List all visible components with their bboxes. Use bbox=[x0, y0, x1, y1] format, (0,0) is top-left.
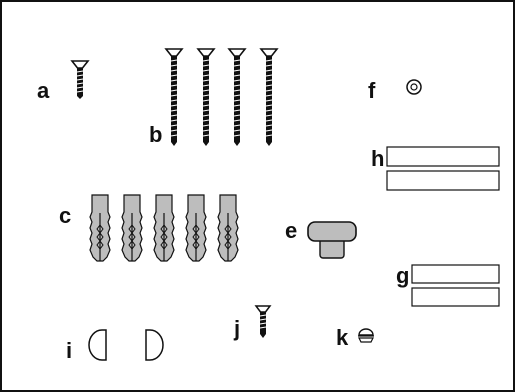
cap-k-icon bbox=[358, 329, 374, 342]
knob-e-icon bbox=[308, 222, 356, 258]
screw-a-icon bbox=[72, 61, 88, 99]
washer-f-icon bbox=[407, 80, 421, 94]
bumpers-i-icon bbox=[89, 330, 163, 360]
screws-b-icon bbox=[166, 49, 277, 146]
strips-h-icon bbox=[387, 147, 499, 190]
wall-plugs-c-icon bbox=[90, 195, 238, 261]
strips-g-icon bbox=[412, 265, 499, 306]
screw-j-icon bbox=[256, 306, 270, 338]
